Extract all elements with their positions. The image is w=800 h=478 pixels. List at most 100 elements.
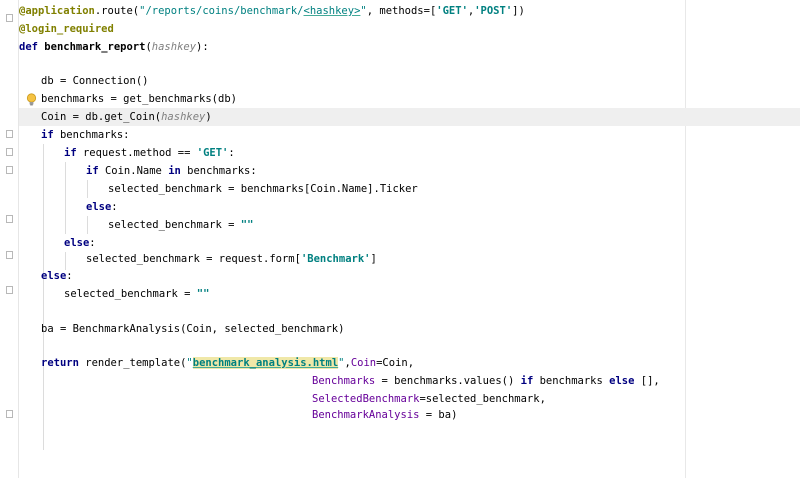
token-kwarg: Coin [350,357,377,369]
token-text: ba = BenchmarkAnalysis(Coin, selected_be… [41,323,345,335]
token-string: "" [196,288,210,300]
token-string: " [338,357,345,369]
token-text: ) [205,111,212,123]
gutter-separator [18,0,19,478]
token-string: "" [240,219,254,231]
token-text: , [467,5,475,17]
token-text: benchmarks = get_benchmarks(db) [41,93,237,105]
token-text: ] [370,253,377,265]
token-string: " [186,357,193,369]
token-text: , methods=[ [366,5,437,17]
token-string: 'POST' [474,5,513,17]
code-line-19[interactable]: ba = BenchmarkAnalysis(Coin, selected_be… [41,320,344,338]
token-keyword: in [168,165,188,177]
fold-marker-icon[interactable] [6,410,13,418]
token-text: : [66,270,73,282]
token-kwarg: BenchmarkAnalysis [312,409,420,421]
token-text: : [111,201,118,213]
code-line-24[interactable]: BenchmarkAnalysis = ba) [312,406,457,424]
code-line-5[interactable]: db = Connection() [41,72,148,90]
token-text: db = Connection() [41,75,149,87]
fold-marker-icon[interactable] [6,148,13,156]
token-text: Coin = db.get_Coin( [41,111,162,123]
token-string: "/reports/coins/benchmark/ [139,5,304,17]
fold-marker-icon[interactable] [6,215,13,223]
token-text: selected_benchmark = request.form[ [86,253,301,265]
token-text: selected_benchmark = [64,288,197,300]
token-text: : [89,237,96,249]
code-line-1[interactable]: @application.route("/reports/coins/bench… [19,2,525,20]
code-line-14[interactable]: else: [64,234,96,252]
token-text: selected_benchmark = [108,219,241,231]
token-text: ]) [512,5,525,17]
token-text: benchmarks: [59,129,130,141]
code-line-17[interactable]: selected_benchmark = "" [64,285,209,303]
token-text: request.method == [82,147,197,159]
token-string-template-name[interactable]: benchmark_analysis.html [192,357,339,369]
token-string: 'GET' [196,147,229,159]
token-text: ): [196,41,209,53]
token-text: = benchmarks.values() [375,375,521,387]
token-text: : [228,147,235,159]
code-line-13[interactable]: selected_benchmark = "" [108,216,253,234]
code-line-22[interactable]: Benchmarks = benchmarks.values() if benc… [312,372,660,390]
token-text: benchmarks: [187,165,257,177]
token-keyword: else [86,201,112,213]
token-decorator: @application [19,5,95,17]
code-line-9[interactable]: if request.method == 'GET': [64,144,235,162]
token-kwarg: Benchmarks [312,375,376,387]
token-text: =selected_benchmark, [419,393,546,405]
token-text: benchmarks [539,375,610,387]
fold-marker-icon[interactable] [6,286,13,294]
token-string: " [360,5,367,17]
token-keyword: else [41,270,67,282]
right-margin-guide [685,0,686,478]
token-kwarg: SelectedBenchmark [312,393,420,405]
token-keyword: if [64,147,83,159]
token-parameter: hashkey [151,41,197,53]
code-line-7[interactable]: Coin = db.get_Coin(hashkey) [41,108,212,126]
token-string: 'Benchmark' [300,253,371,265]
token-string: 'GET' [436,5,468,17]
token-string: <hashkey> [303,5,361,17]
token-text: = ba) [419,409,458,421]
code-line-23[interactable]: SelectedBenchmark=selected_benchmark, [312,390,546,408]
code-line-21[interactable]: return render_template("benchmark_analys… [41,354,414,372]
fold-marker-icon[interactable] [6,14,13,22]
indent-guide [87,216,88,234]
token-text: , [344,357,351,369]
token-keyword: return [41,357,86,369]
code-editor[interactable]: @application.route("/reports/coins/bench… [19,0,800,478]
token-parameter: hashkey [161,111,206,123]
token-text: selected_benchmark = benchmarks[Coin.Nam… [108,183,418,195]
token-keyword: def [19,41,45,53]
token-text: Coin.Name [104,165,169,177]
code-line-6[interactable]: benchmarks = get_benchmarks(db) [41,90,237,108]
code-line-16[interactable]: else: [41,267,73,285]
fold-marker-icon[interactable] [6,130,13,138]
code-line-12[interactable]: else: [86,198,118,216]
lightbulb-icon[interactable] [26,93,37,106]
token-keyword: if [86,165,105,177]
token-text: render_template( [85,357,187,369]
editor-gutter[interactable] [0,0,18,478]
code-line-11[interactable]: selected_benchmark = benchmarks[Coin.Nam… [108,180,418,198]
token-text: .route( [94,5,140,17]
code-line-15[interactable]: selected_benchmark = request.form['Bench… [86,250,377,268]
token-keyword: if [41,129,60,141]
token-text: [], [640,375,660,387]
indent-guide [65,252,66,270]
token-keyword: else [64,237,90,249]
fold-marker-icon[interactable] [6,166,13,174]
token-decorator: @login_required [19,23,114,35]
token-text: =Coin, [376,357,415,369]
token-text: ( [145,41,152,53]
indent-guide [43,286,44,304]
code-line-10[interactable]: if Coin.Name in benchmarks: [86,162,257,180]
code-line-8[interactable]: if benchmarks: [41,126,130,144]
code-line-3[interactable]: def benchmark_report(hashkey): [19,38,209,56]
code-line-2[interactable]: @login_required [19,20,114,38]
indent-guide [65,162,66,234]
indent-guide [87,180,88,198]
fold-marker-icon[interactable] [6,251,13,259]
